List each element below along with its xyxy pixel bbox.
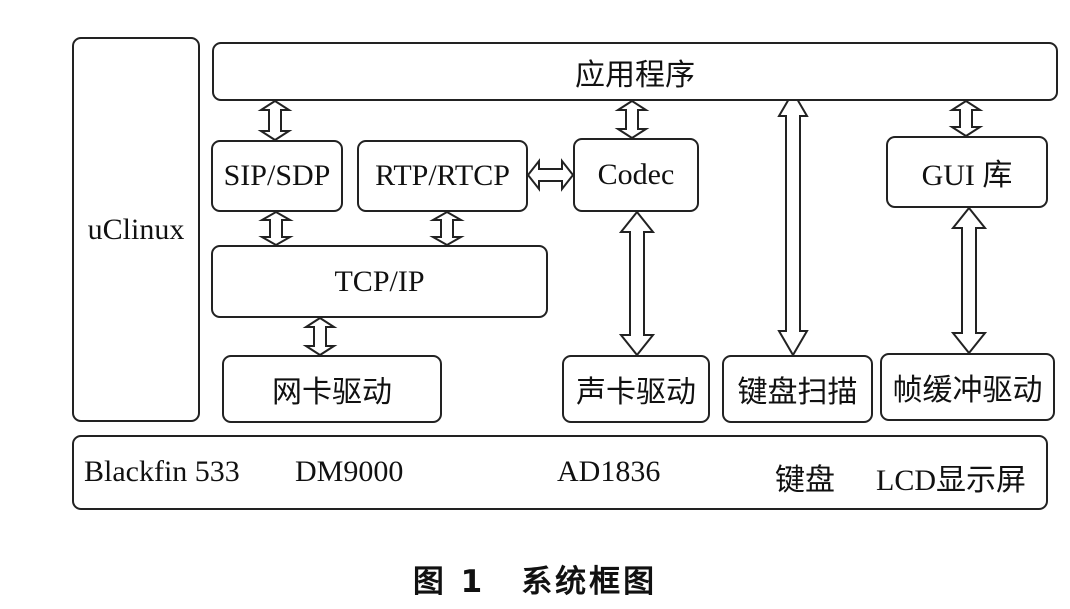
arrow-rtp-codec [526, 158, 575, 192]
tcp-ip-label: TCP/IP [334, 264, 425, 298]
arrow-sip-tcpip [258, 210, 294, 247]
arrow-app-codec [614, 99, 650, 140]
arrow-rtp-tcpip [429, 210, 465, 247]
keyboard-scan-box: 键盘扫描 [722, 355, 873, 423]
framebuffer-driver-box: 帧缓冲驱动 [880, 353, 1055, 421]
codec-box: Codec [573, 138, 699, 212]
sound-driver-box: 声卡驱动 [562, 355, 710, 423]
figure-title: 系统框图 [521, 564, 658, 600]
gui-library-label: GUI 库 [921, 159, 1013, 192]
application-label: 应用程序 [575, 58, 695, 92]
rtp-rtcp-box: RTP/RTCP [357, 140, 528, 212]
hw-lcd-label: LCD显示屏 [876, 464, 1026, 497]
gui-library-box: GUI 库 [886, 136, 1048, 208]
arrow-codec-sound [618, 210, 656, 357]
uclinux-label: uClinux [87, 212, 185, 246]
figure-caption: 图 1 系统框图 [0, 556, 1070, 601]
arrow-gui-framebuffer [950, 206, 988, 355]
application-box: 应用程序 [212, 42, 1058, 101]
sip-sdp-box: SIP/SDP [211, 140, 343, 212]
hardware-bar [72, 435, 1048, 510]
arrow-app-sip [257, 99, 293, 142]
framebuffer-driver-label: 帧缓冲驱动 [892, 374, 1043, 407]
arrow-app-keyboard [777, 90, 809, 357]
tcp-ip-box: TCP/IP [211, 245, 548, 318]
uclinux-box: uClinux [72, 37, 200, 422]
sound-driver-label: 声卡驱动 [576, 376, 696, 409]
sip-sdp-label: SIP/SDP [223, 159, 331, 192]
arrow-tcpip-nic [302, 316, 338, 357]
hw-ethernet-label: DM9000 [295, 455, 404, 488]
rtp-rtcp-label: RTP/RTCP [375, 159, 510, 192]
nic-driver-box: 网卡驱动 [222, 355, 442, 423]
hw-audio-label: AD1836 [557, 455, 661, 488]
keyboard-scan-label: 键盘扫描 [737, 376, 858, 409]
arrow-app-gui [948, 99, 984, 138]
figure-number: 图 1 [412, 564, 486, 600]
codec-label: Codec [597, 158, 675, 191]
hw-keyboard-label: 键盘 [775, 464, 835, 497]
nic-driver-label: 网卡驱动 [272, 376, 392, 409]
hw-cpu-label: Blackfin 533 [84, 455, 240, 488]
